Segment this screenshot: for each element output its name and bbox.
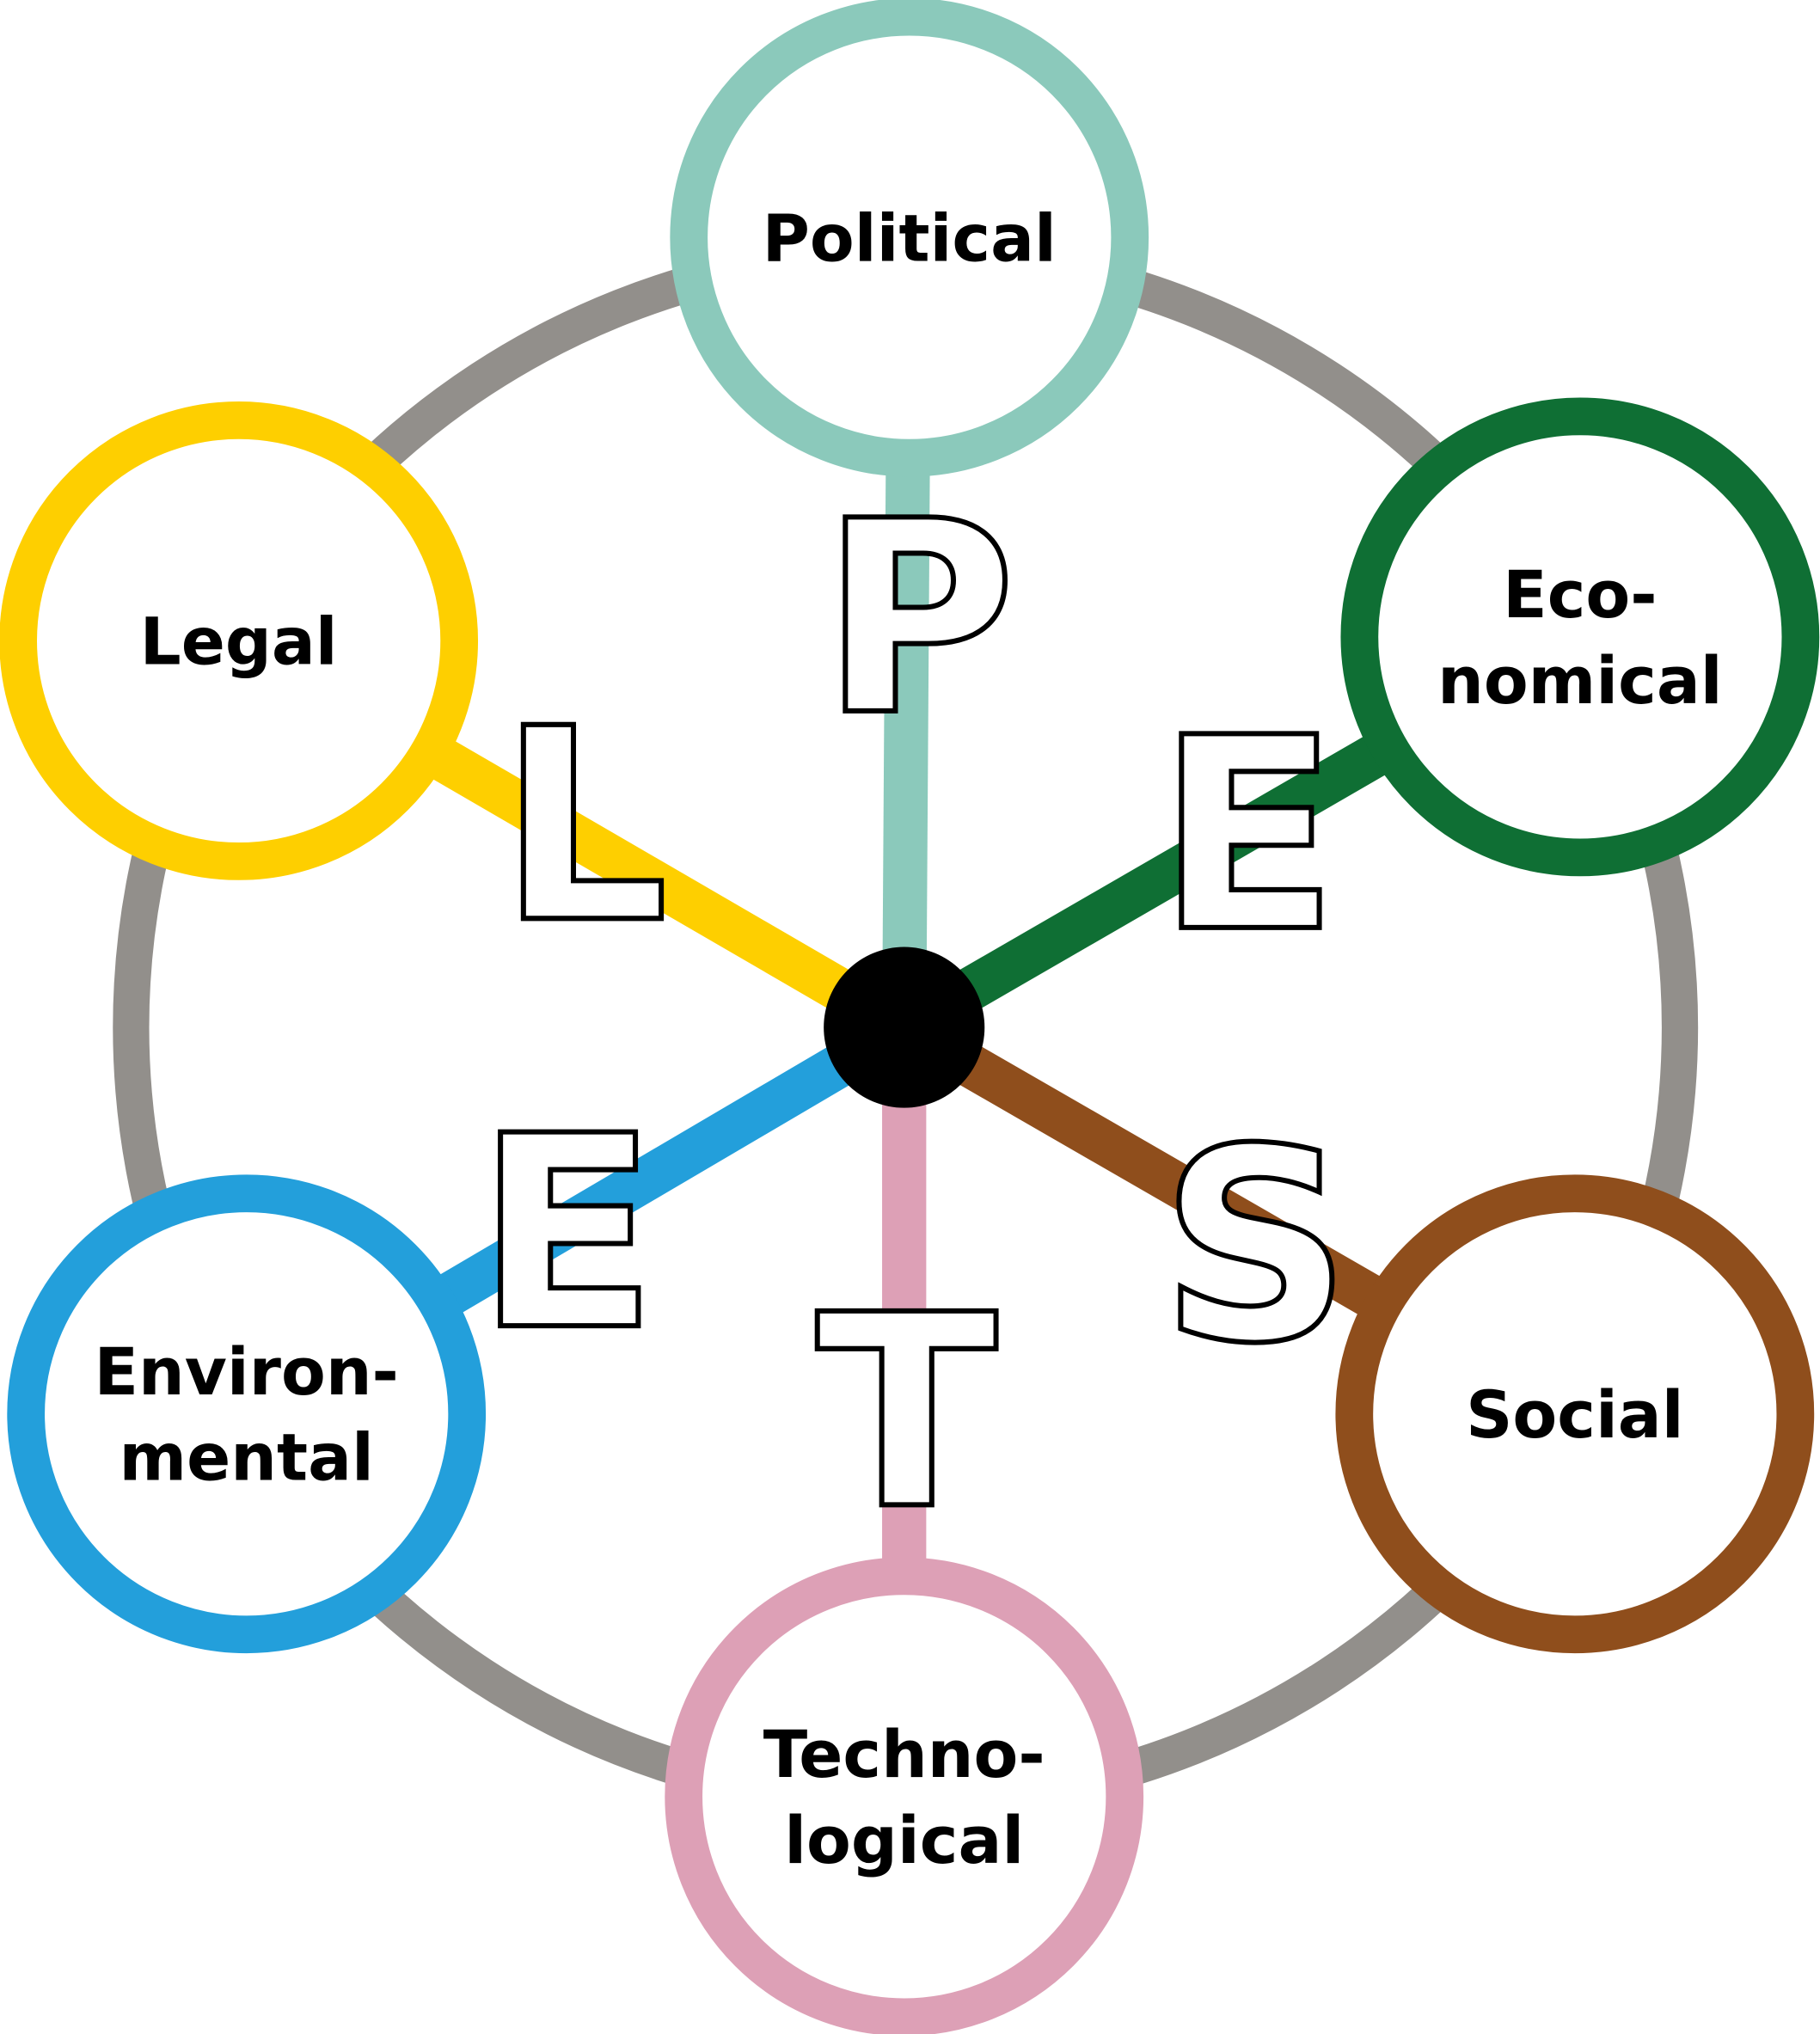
node-label: nomical: [1437, 643, 1722, 719]
node-circle: [1335, 1174, 1815, 1654]
node-social: Social: [1335, 1174, 1815, 1654]
letter-economical: E: [1157, 681, 1339, 990]
node-label: Political: [763, 200, 1057, 276]
node-label: Techno-: [763, 1717, 1045, 1792]
node-label: Legal: [140, 604, 338, 680]
center-hub: [824, 947, 985, 1108]
node-circle: [0, 401, 478, 880]
node-label: Social: [1466, 1377, 1683, 1453]
node-environmental: Environ-mental: [7, 1174, 487, 1654]
letter-social: S: [1160, 1092, 1351, 1401]
node-circle: [1340, 397, 1820, 877]
letter-technological: T: [816, 1258, 999, 1567]
letter-environmental: E: [476, 1079, 658, 1388]
letter-political: P: [821, 464, 1016, 774]
node-label: Environ-: [95, 1334, 399, 1410]
node-label: logical: [784, 1803, 1024, 1878]
node-legal: Legal: [0, 401, 478, 880]
node-circle: [665, 1557, 1144, 2034]
letter-legal: L: [499, 671, 668, 981]
node-label: Eco-: [1503, 557, 1657, 633]
node-label: mental: [119, 1420, 374, 1496]
node-economical: Eco-nomical: [1340, 397, 1820, 877]
node-technological: Techno-logical: [665, 1557, 1144, 2034]
node-political: Political: [670, 0, 1149, 477]
node-circle: [7, 1174, 487, 1654]
node-circle: [670, 0, 1149, 477]
